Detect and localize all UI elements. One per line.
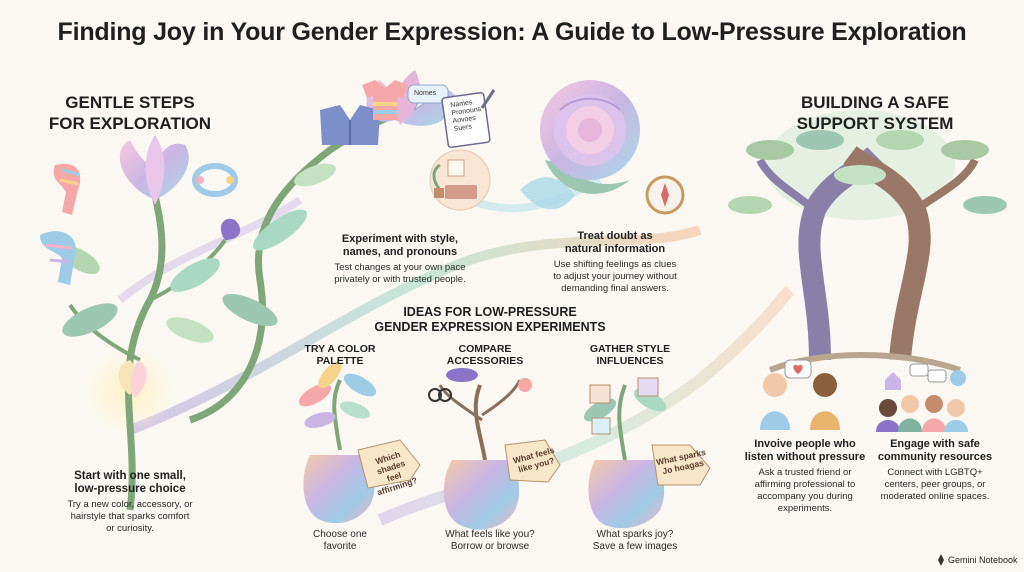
support-section-heading: BUILDING A SAFE SUPPORT SYSTEM [780, 92, 970, 134]
tag-label [504, 439, 561, 483]
idea-title-line: GATHER STYLE [589, 343, 671, 355]
notebook-icon [441, 89, 496, 149]
doubt-heading-line: Treat doubt as [577, 230, 653, 242]
bubble-text: Nomes [414, 90, 437, 97]
experiment-body-line: Test changes at your own pace [334, 262, 466, 273]
notebook-text: Names Pronouns Aovoes Suers [450, 98, 484, 134]
idea-caption-accessories: What feels like you? Borrow or browse [430, 529, 550, 553]
scarf-icon [53, 163, 81, 215]
experiment-block: Experiment with style, names, and pronou… [300, 233, 500, 286]
heading-line: GENTLE STEPS [65, 93, 195, 112]
idea-caption-color-palette: Choose one favorite [285, 529, 395, 553]
doubt-body-line: Use shifting feelings as clues [553, 259, 677, 270]
idea-title-accessories: COMPARE ACCESSORIES [430, 343, 540, 367]
involve-body-line: experiments. [777, 503, 833, 514]
engage-body-line: moderated online spaces. [880, 491, 990, 502]
doubt-body-line: to adjust your journey without [553, 271, 677, 282]
rose-flower [520, 80, 640, 210]
heading-line: FOR EXPLORATION [48, 114, 212, 133]
involve-body-line: accompany you during [757, 491, 853, 502]
idea-caption-line: What sparks joy? [596, 529, 674, 540]
community-group-icon [876, 363, 968, 432]
start-body-line: or curiosity. [106, 523, 154, 534]
start-small-block: Start with one small, low-pressure choic… [40, 470, 220, 535]
scarf-icon [40, 231, 76, 285]
start-body-line: Try a new color, accessory, or [67, 499, 193, 510]
left-section-heading: GENTLE STEPS FOR EXPLORATION [40, 92, 220, 134]
branding-label: Gemini Notebook [948, 555, 1018, 565]
color-palette-plant [298, 361, 377, 524]
engage-body-line: centers, peer groups, or [884, 479, 986, 490]
style-influences-plant [583, 377, 667, 529]
start-heading-line: low-pressure choice [74, 483, 186, 495]
experiment-heading-line: names, and pronouns [342, 246, 458, 258]
plant-icon [432, 163, 444, 198]
start-heading-line: Start with one small, [74, 470, 186, 482]
idea-caption-line: What feels like you? [445, 529, 535, 540]
tag-label [357, 439, 421, 489]
engage-heading-line: Engage with safe [890, 438, 980, 450]
accessories-plant [428, 368, 532, 530]
idea-title-line: COMPARE [458, 343, 512, 355]
gemini-logo-icon [938, 554, 944, 566]
tshirt-icon [362, 80, 408, 120]
idea-caption-line: Save a few images [592, 541, 678, 552]
involve-body-line: affirming professional to [754, 479, 856, 490]
idea-caption-line: favorite [323, 541, 357, 552]
idea-title-line: INFLUENCES [596, 355, 664, 367]
tag-label [651, 444, 711, 486]
involve-heading-line: Invoive people who [754, 438, 856, 450]
ideas-heading-line: IDEAS FOR LOW-PRESSURE [403, 305, 577, 319]
doubt-block: Treat doubt as natural information Use s… [520, 230, 710, 295]
speech-bubble [407, 84, 449, 111]
ideas-heading-line: GENDER EXPRESSION EXPERIMENTS [374, 320, 606, 334]
page-title: Finding Joy in Your Gender Expression: A… [57, 18, 967, 46]
engage-block: Engage with safe community resources Con… [870, 438, 1000, 503]
doubt-heading-line: natural information [564, 243, 666, 255]
heading-line: BUILDING A SAFE [801, 93, 949, 112]
involve-block: Invoive people who listen without pressu… [740, 438, 870, 515]
engage-body-line: Connect with LGBTQ+ [887, 467, 983, 478]
idea-title-line: ACCESSORIES [446, 355, 524, 367]
idea-caption-style-influences: What sparks joy? Save a few images [575, 529, 695, 553]
people-listening-icon [760, 359, 840, 430]
involve-body-line: Ask a trusted friend or [758, 467, 852, 478]
idea-title-line: TRY A COLOR [304, 343, 376, 355]
intertwined-trees [728, 110, 1007, 373]
bedroom-icon [429, 149, 491, 211]
involve-heading-line: listen without pressure [744, 451, 866, 463]
start-body-line: hairstyle that sparks comfort [70, 511, 190, 522]
engage-heading-line: community resources [877, 451, 993, 463]
bracelet-icon [192, 163, 238, 197]
heading-line: SUPPORT SYSTEM [796, 114, 954, 133]
compass-icon [645, 175, 685, 215]
jacket-icon [320, 105, 380, 145]
experiment-heading-line: Experiment with style, [341, 233, 459, 245]
doubt-body-line: demanding final answers. [561, 283, 669, 294]
idea-title-color-palette: TRY A COLOR PALETTE [285, 343, 395, 367]
idea-caption-line: Choose one [313, 529, 367, 540]
experiment-body-line: privately or with trusted people. [334, 274, 466, 285]
idea-caption-line: Borrow or browse [450, 541, 530, 552]
ideas-heading: IDEAS FOR LOW-PRESSURE GENDER EXPRESSION… [330, 305, 650, 335]
idea-title-style-influences: GATHER STYLE INFLUENCES [575, 343, 685, 367]
idea-title-line: PALETTE [316, 355, 364, 367]
